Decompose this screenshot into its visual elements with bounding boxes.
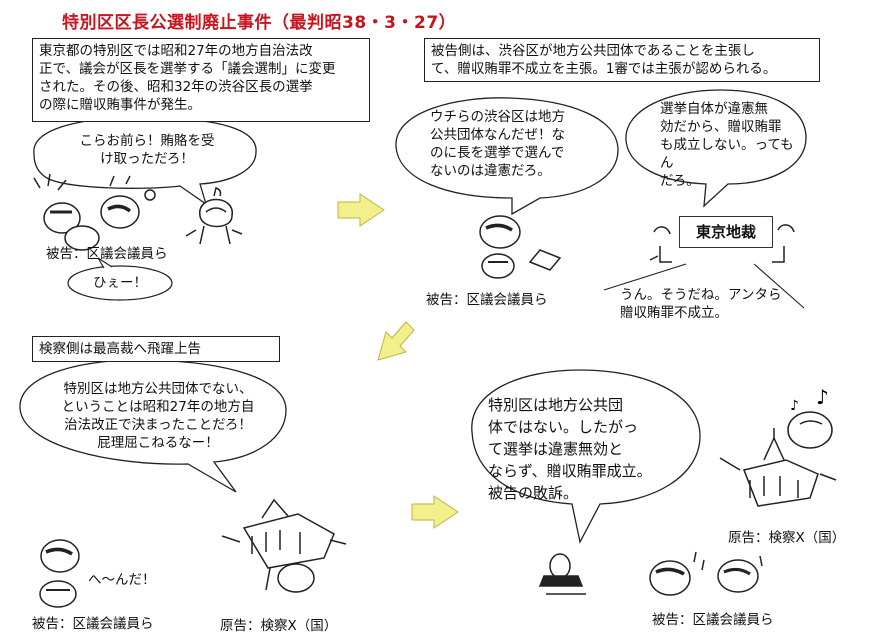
defendant-group-panel2: [479, 215, 795, 279]
panel2-speech-bubble-right: [625, 89, 807, 208]
panel2-court-reply: うん。そうだね。アンタら 贈収賄罪不成立。: [620, 287, 782, 321]
panel3-plaintiff-label: 原告：検察X（国）: [220, 618, 338, 634]
panel2-defendant-label: 被告：区議会議員ら: [426, 292, 548, 308]
panel1-defendant-label: 被告：区議会議員ら: [46, 246, 168, 262]
panel2-speech-left-text: ウチらの渋谷区は地方 公共団体なんだぜ！な のに長を選挙で選んで ないのは違憲だ…: [430, 109, 565, 179]
panel4-speech-bubble: [471, 369, 701, 544]
panel1-caption: 東京都の特別区では昭和27年の地方自治法改 正で、議会が区長を選挙する「議会選制…: [32, 38, 370, 122]
panel3-defendant-label: 被告：区議会議員ら: [32, 616, 154, 632]
panel1-scream-text: ひぇー！: [93, 275, 147, 291]
court-sign: 東京地裁: [679, 216, 773, 248]
panel2-speech-bubble-left: [395, 97, 619, 216]
music-note-icon: ♪: [816, 385, 829, 409]
panel4-defendant-label: 被告：区議会議員ら: [652, 612, 774, 628]
panel3-taunt: へ～んだ！: [88, 572, 156, 588]
arrow-down-left: [377, 321, 415, 361]
music-note-icon: ♪: [790, 398, 799, 414]
panel4-speech-text: 特別区は地方公共団 体ではない。したがっ て選挙は違憲無効と ならず、贈収賄罪成…: [488, 396, 652, 502]
panel2-speech-right-text: 選挙自体が違憲無 効だから、贈収賄罪 も成立しない。ってもん だろ。: [660, 101, 794, 189]
panel1-speech-text: こらお前ら！賄賂を受 け取っただろ！: [79, 133, 215, 167]
panel4-plaintiff-label: 原告：検察X（国）: [728, 530, 846, 546]
panel3-speech-bubble: [19, 359, 287, 493]
panel3-characters: [39, 498, 347, 608]
arrow-right-2: [411, 495, 459, 529]
arrow-right-1: [337, 193, 385, 227]
panel3-speech-text: 特別区は地方公共団体でない、 ということは昭和27年の地方自 治法改正で決まった…: [61, 381, 255, 451]
panel1-scream-bubble: [67, 265, 173, 301]
panel4-characters: [538, 411, 837, 596]
page-title: 特別区区長公選制廃止事件（最判昭38・3・27）: [62, 13, 457, 33]
panel3-caption: 検察側は最高裁へ飛躍上告: [32, 336, 280, 362]
panel2-caption: 被告側は、渋谷区が地方公共団体であることを主張し て、贈収賄罪不成立を主張。1審…: [424, 38, 820, 82]
defendant-group-panel1: [33, 173, 243, 251]
